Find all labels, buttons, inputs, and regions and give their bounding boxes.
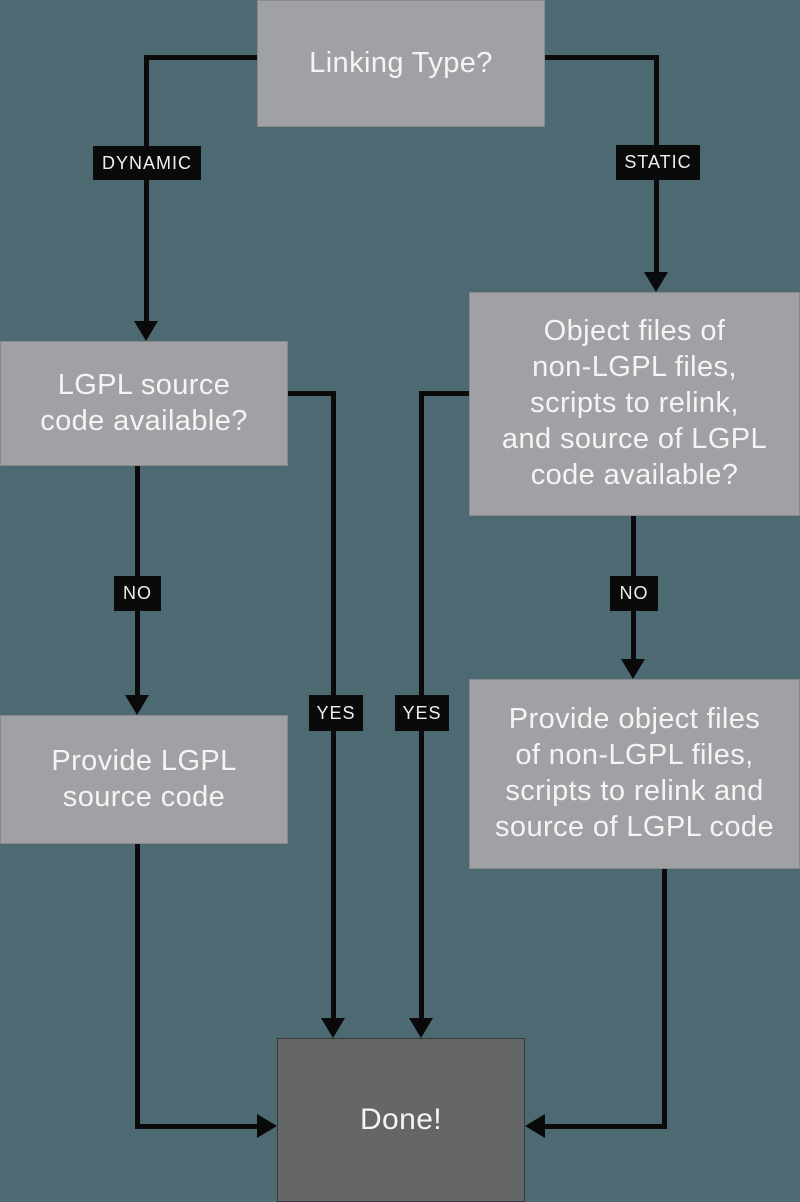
edge-top-left-horizontal	[146, 55, 258, 60]
node-provide-lgpl-source: Provide LGPL source code	[0, 715, 288, 844]
arrowhead-no-dynamic-down	[125, 695, 149, 715]
arrowhead-static-down	[644, 272, 668, 292]
edge-label-dynamic: DYNAMIC	[93, 146, 201, 180]
node-lgpl-source-available: LGPL source code available?	[0, 341, 288, 466]
edge-label-static: STATIC	[616, 145, 700, 180]
edge-provide-lgpl-horizontal	[135, 1124, 257, 1129]
node-object-files-available: Object files of non-LGPL files, scripts …	[469, 292, 800, 516]
edge-provide-object-horizontal	[545, 1124, 667, 1129]
edge-dynamic-vertical	[144, 55, 149, 321]
edge-top-right-horizontal	[545, 55, 657, 60]
arrowhead-dynamic-down	[134, 321, 158, 341]
edge-yes-static-horizontal	[421, 391, 469, 396]
edge-label-no-dynamic: NO	[114, 576, 161, 611]
node-provide-object-files: Provide object files of non-LGPL files, …	[469, 679, 800, 869]
node-linking-type: Linking Type?	[257, 0, 545, 127]
arrowhead-into-done-right	[257, 1114, 277, 1138]
edge-provide-lgpl-vertical	[135, 844, 140, 1129]
arrowhead-into-done-left	[525, 1114, 545, 1138]
edge-label-yes-dynamic: YES	[309, 695, 363, 731]
edge-label-yes-static: YES	[395, 695, 449, 731]
edge-label-no-static: NO	[610, 576, 658, 611]
edge-yes-dynamic-horizontal	[288, 391, 336, 396]
arrowhead-yes-dynamic-down	[321, 1018, 345, 1038]
edge-provide-object-vertical	[662, 869, 667, 1129]
arrowhead-no-static-down	[621, 659, 645, 679]
arrowhead-yes-static-down	[409, 1018, 433, 1038]
node-done: Done!	[277, 1038, 525, 1202]
